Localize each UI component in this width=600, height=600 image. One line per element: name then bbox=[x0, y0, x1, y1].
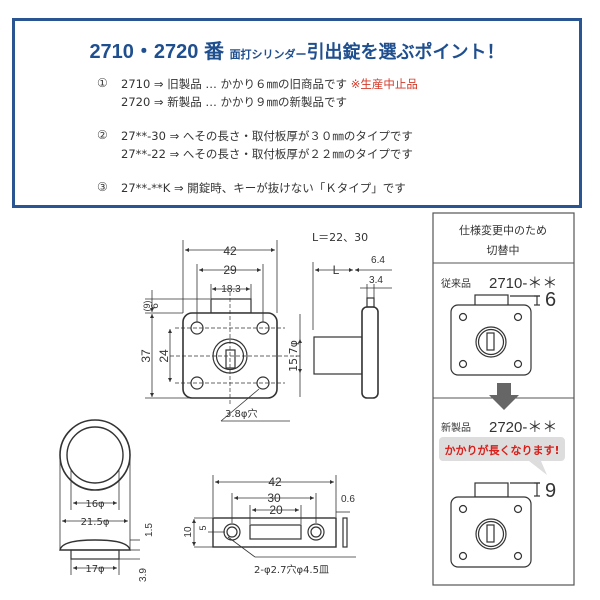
dim-boss: 17φ bbox=[85, 564, 105, 575]
dim-tab-width: 18.3 bbox=[221, 284, 241, 295]
point-marker-3: ③ bbox=[97, 180, 108, 194]
old-depth: 6 bbox=[545, 289, 556, 311]
point-marker-1: ① bbox=[97, 76, 108, 90]
point-1-line-2: 2720 ⇒ 新製品 … かかり９㎜の新製品です bbox=[121, 95, 348, 109]
front-view bbox=[145, 240, 302, 422]
dim-strike-pitch: 30 bbox=[267, 491, 281, 505]
dim-strike-thickness: 0.6 bbox=[341, 494, 355, 505]
dim-hole-label: 3.8φ穴 bbox=[225, 407, 258, 420]
callout-bubble: かかりが長くなります! bbox=[439, 437, 565, 475]
new-product-label: 新製品 bbox=[441, 421, 471, 434]
dim-width: 42 bbox=[223, 244, 237, 258]
dim-l-values: L＝22、30 bbox=[312, 231, 368, 244]
dim-hole-pitch-v: 24 bbox=[157, 349, 171, 363]
title-main: 引出錠を選ぶポイント！ bbox=[306, 42, 505, 63]
dim-cylinder-dia: 15.7φ bbox=[287, 340, 300, 372]
side-view bbox=[312, 262, 392, 399]
dim-strike-height: 10 bbox=[183, 526, 194, 538]
old-model: 2710-＊＊ bbox=[489, 275, 557, 292]
dim-tab-height: 6 bbox=[150, 303, 161, 309]
dim-ring-inner: 16φ bbox=[85, 499, 105, 510]
dim-ring-outer: 21.5φ bbox=[81, 517, 110, 528]
new-depth: 9 bbox=[545, 480, 556, 502]
dim-strike-half: 5 bbox=[198, 525, 208, 530]
strike-plate bbox=[192, 475, 356, 558]
selection-points-box: 2710・2720 番 面打シリンダー引出錠を選ぶポイント！ ① 2710 ⇒ … bbox=[12, 18, 582, 208]
dim-flange-inner: 3.4 bbox=[369, 275, 383, 286]
dim-l: L bbox=[333, 263, 340, 277]
dim-strike-slot: 20 bbox=[269, 503, 283, 517]
dim-height: 37 bbox=[139, 349, 153, 363]
point-1-text: 2710 ⇒ 旧製品 … かかり６㎜の旧商品です bbox=[121, 77, 348, 91]
panel-header-line-1: 仕様変更中のため bbox=[459, 223, 547, 237]
panel-header-line-2: 切替中 bbox=[487, 243, 520, 257]
title-number: 2710・2720 番 bbox=[89, 41, 224, 63]
old-product-label: 従来品 bbox=[441, 277, 471, 290]
discontinued-note: ※生産中止品 bbox=[350, 77, 418, 91]
new-model: 2720-＊＊ bbox=[489, 419, 557, 436]
info-title: 2710・2720 番 面打シリンダー引出錠を選ぶポイント！ bbox=[15, 35, 579, 64]
spec-change-panel: 仕様変更中のため 切替中 従来品 2710-＊＊ 6 新製品 2720-＊＊ か… bbox=[432, 212, 575, 586]
dim-strike-width: 42 bbox=[268, 475, 282, 489]
dim-boss-height: 3.9 bbox=[138, 568, 149, 582]
dim-tab-height-alt: (9) bbox=[142, 300, 152, 311]
point-2-line-1: 27**-30 ⇒ へその長さ・取付板厚が３０㎜のタイプです bbox=[121, 129, 413, 143]
dim-hole-pitch: 29 bbox=[223, 263, 237, 277]
arrow-down-icon bbox=[489, 383, 519, 410]
escutcheon-ring bbox=[59, 419, 140, 575]
dim-flange: 6.4 bbox=[371, 255, 385, 266]
title-small: 面打シリンダー bbox=[229, 48, 307, 61]
dim-cap-thickness: 1.5 bbox=[144, 523, 155, 537]
point-2-line-2: 27**-22 ⇒ へその長さ・取付板厚が２２㎜のタイプです bbox=[121, 147, 413, 161]
point-1-line-1: 2710 ⇒ 旧製品 … かかり６㎜の旧商品です ※生産中止品 bbox=[121, 76, 418, 92]
point-marker-2: ② bbox=[97, 128, 108, 142]
dim-strike-holes: 2-φ2.7穴φ4.5皿 bbox=[254, 563, 329, 576]
point-3-line-1: 27**-**K ⇒ 開錠時、キーが抜けない「Ｋタイプ」です bbox=[121, 181, 406, 195]
callout-text: かかりが長くなります! bbox=[444, 443, 559, 457]
